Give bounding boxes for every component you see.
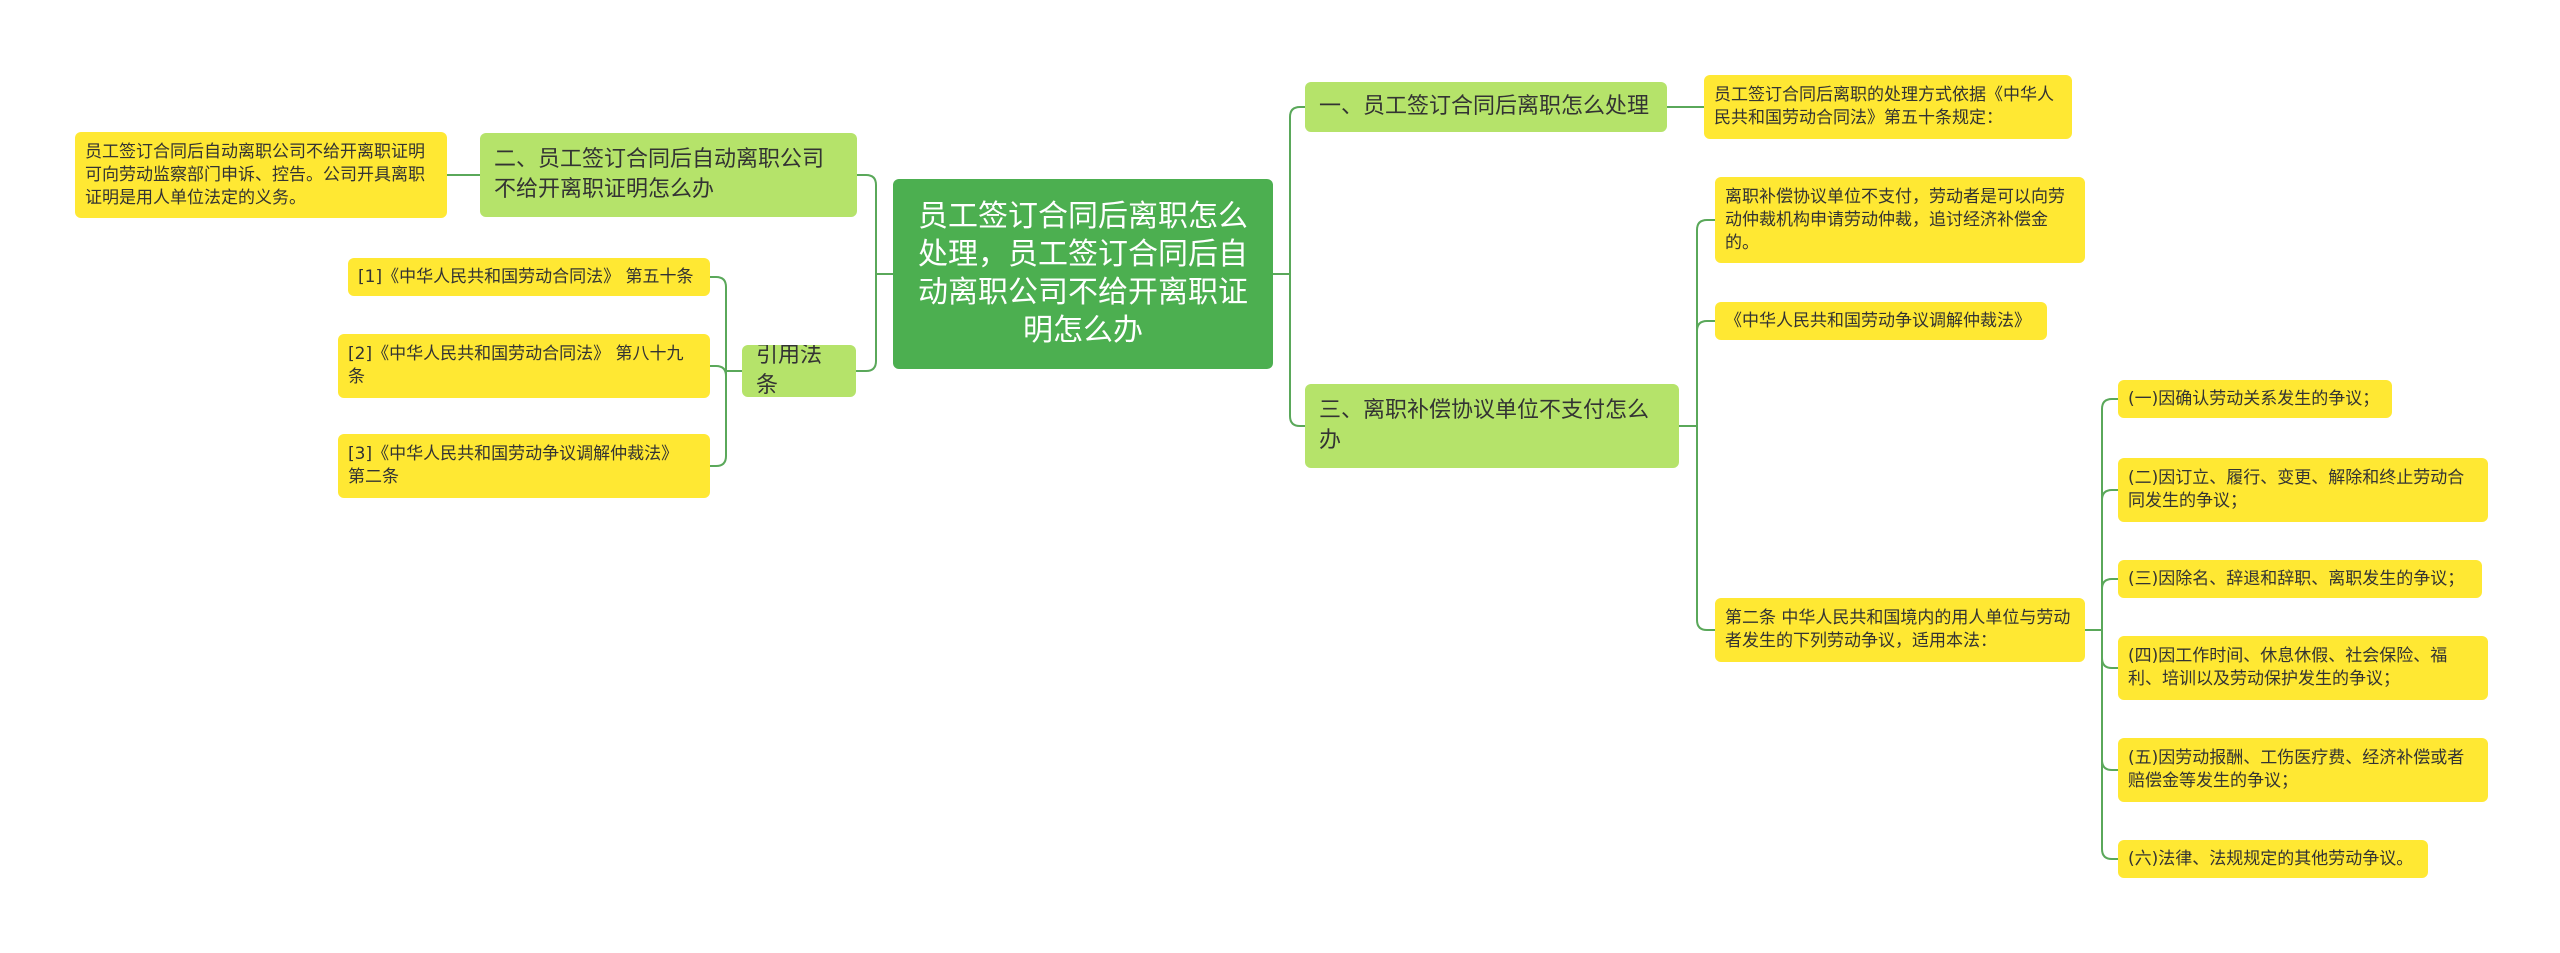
branch-3-leaf-1[interactable]: 离职补偿协议单位不支付，劳动者是可以向劳动仲裁机构申请劳动仲裁，追讨经济补偿金的… [1715,177,2085,263]
link-b4-c3 [710,370,742,467]
dispute-item-4[interactable]: (四)因工作时间、休息休假、社会保险、福利、培训以及劳动保护发生的争议； [2118,636,2488,700]
dispute-item-3[interactable]: (三)因除名、辞退和辞职、离职发生的争议； [2118,560,2482,598]
branch-4-node[interactable]: 引用法条 [742,345,856,397]
link-b3-leaf1 [1679,219,1715,427]
citation-1[interactable]: [1]《中华人民共和国劳动合同法》 第五十条 [348,258,710,296]
branch-1-node[interactable]: 一、员工签订合同后离职怎么处理 [1305,82,1667,132]
branch-3-leaf-2[interactable]: 《中华人民共和国劳动争议调解仲裁法》 [1715,302,2047,340]
citation-2[interactable]: [2]《中华人民共和国劳动合同法》 第八十九条 [338,334,710,398]
branch-3-leaf-3[interactable]: 第二条 中华人民共和国境内的用人单位与劳动者发生的下列劳动争议，适用本法： [1715,598,2085,662]
branch-3-node[interactable]: 三、离职补偿协议单位不支付怎么办 [1305,384,1679,468]
root-node[interactable]: 员工签订合同后离职怎么处理，员工签订合同后自动离职公司不给开离职证明怎么办 [893,179,1273,369]
link-b3-leaf2 [1679,320,1715,427]
branch-2-node[interactable]: 二、员工签订合同后自动离职公司不给开离职证明怎么办 [480,133,857,217]
link-root-b1 [1273,106,1305,275]
branch-1-leaf-1[interactable]: 员工签订合同后离职的处理方式依据《中华人民共和国劳动合同法》第五十条规定： [1704,75,2072,139]
dispute-item-2[interactable]: (二)因订立、履行、变更、解除和终止劳动合同发生的争议； [2118,458,2488,522]
dispute-item-1[interactable]: (一)因确认劳动关系发生的争议； [2118,380,2392,418]
link-item-6 [2085,629,2118,860]
link-b4-c1 [710,276,742,372]
link-b3-leaf3 [1679,425,1715,631]
link-root-b2 [857,174,893,275]
branch-2-leaf-1[interactable]: 员工签订合同后自动离职公司不给开离职证明可向劳动监察部门申诉、控告。公司开具离职… [75,132,447,218]
link-root-b4 [856,273,893,372]
citation-3[interactable]: [3]《中华人民共和国劳动争议调解仲裁法》 第二条 [338,434,710,498]
dispute-item-6[interactable]: (六)法律、法规规定的其他劳动争议。 [2118,840,2428,878]
link-item-1 [2085,398,2118,631]
link-item-2 [2085,489,2118,631]
link-item-3 [2085,578,2118,631]
dispute-item-5[interactable]: (五)因劳动报酬、工伤医疗费、经济补偿或者赔偿金等发生的争议； [2118,738,2488,802]
link-root-b3 [1273,273,1305,427]
